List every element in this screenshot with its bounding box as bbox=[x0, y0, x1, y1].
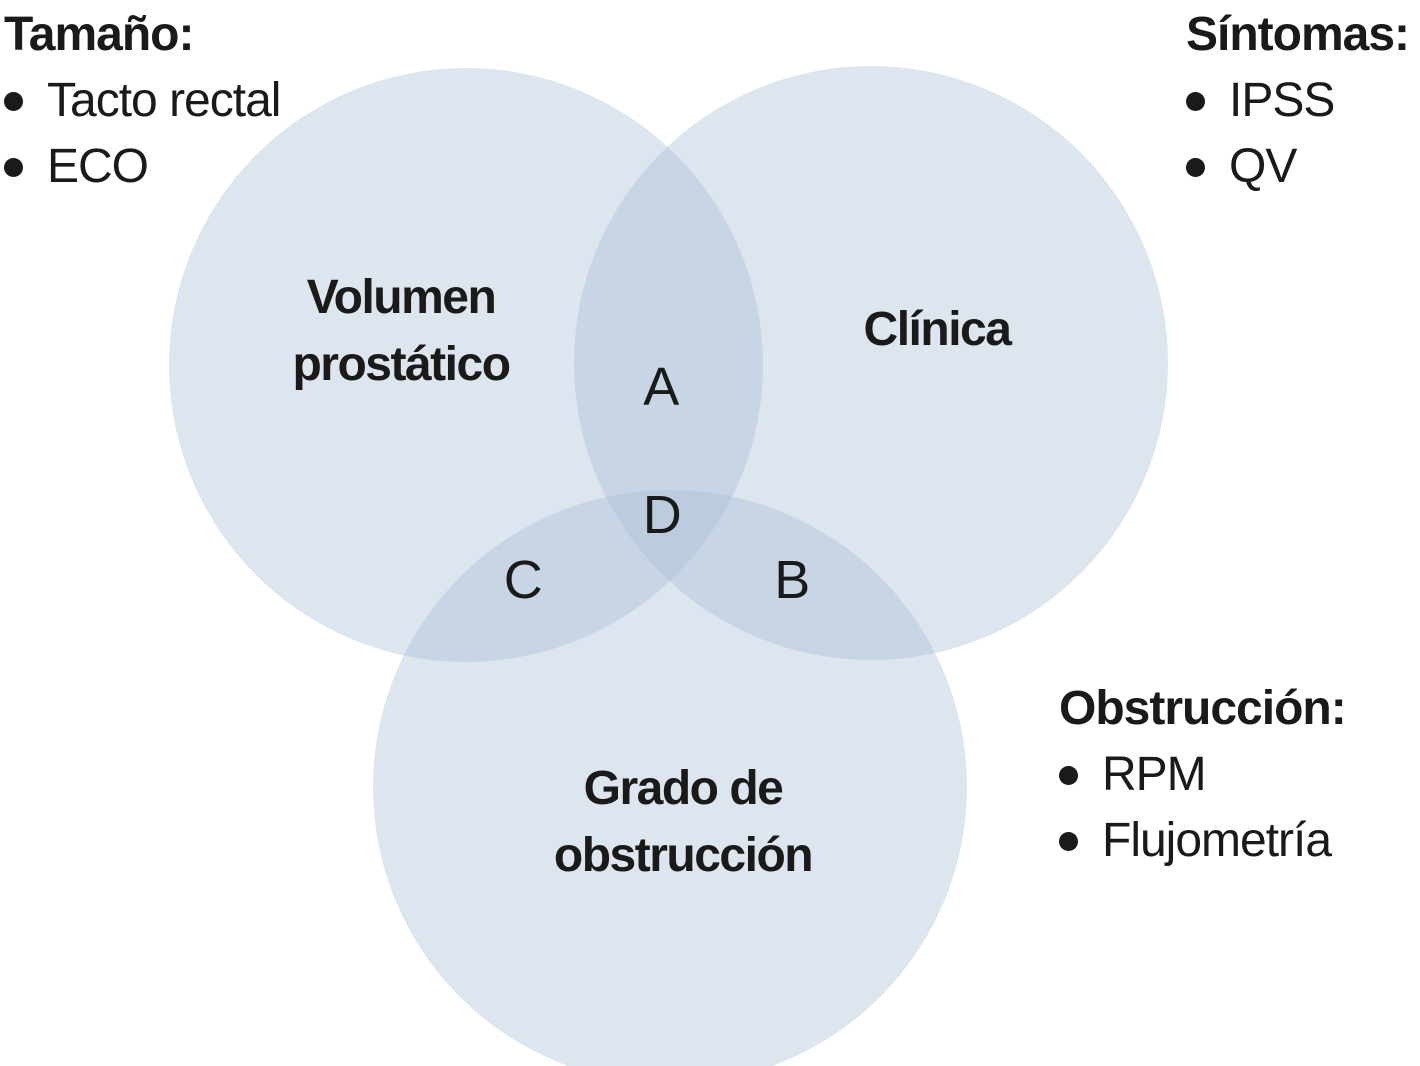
legend-obstruccion-item-label: Flujometría bbox=[1102, 814, 1332, 867]
label-grado-de-obstruccion: Grado de obstrucción bbox=[553, 755, 814, 889]
legend-sintomas-heading: Síntomas: bbox=[1186, 8, 1410, 61]
legend-sintomas-item-label: IPSS bbox=[1229, 74, 1335, 127]
bullet-icon bbox=[1059, 765, 1078, 785]
bullet-icon bbox=[1186, 157, 1205, 177]
legend-sintomas-item-label: QV bbox=[1229, 140, 1297, 193]
region-letter-a: A bbox=[643, 357, 679, 417]
circle-volumen-prostatico bbox=[169, 68, 763, 662]
list-item: Tacto rectal bbox=[4, 68, 281, 134]
legend-sintomas: Síntomas: IPSS QV bbox=[1186, 2, 1410, 200]
list-item: QV bbox=[1186, 134, 1409, 200]
label-line: Volumen bbox=[306, 271, 497, 324]
label-line: prostático bbox=[292, 338, 511, 391]
label-line: Clínica bbox=[863, 303, 1012, 356]
bullet-icon bbox=[1186, 91, 1205, 111]
bullet-icon bbox=[1059, 831, 1078, 851]
circle-grado-obstruccion bbox=[373, 490, 967, 1066]
legend-obstruccion-item-label: RPM bbox=[1102, 748, 1207, 801]
list-item: ECO bbox=[4, 134, 280, 200]
list-item: IPSS bbox=[1186, 68, 1409, 134]
list-item: RPM bbox=[1059, 742, 1346, 808]
circle-clinica bbox=[574, 66, 1168, 660]
label-clinica: Clínica bbox=[863, 296, 1012, 363]
label-line: obstrucción bbox=[553, 829, 814, 882]
region-letter-c: C bbox=[503, 550, 543, 610]
legend-tamano: Tamaño: Tacto rectal ECO bbox=[4, 2, 281, 200]
label-volumen-prostatico: Volumen prostático bbox=[292, 264, 511, 398]
legend-tamano-item-label: Tacto rectal bbox=[47, 74, 281, 127]
legend-tamano-heading: Tamaño: bbox=[4, 8, 194, 61]
list-item: Flujometría bbox=[1059, 808, 1346, 874]
region-letter-d: D bbox=[642, 485, 682, 545]
bullet-icon bbox=[4, 91, 23, 111]
region-letter-b: B bbox=[774, 550, 810, 610]
label-line: Grado de bbox=[583, 762, 784, 815]
bullet-icon bbox=[4, 157, 23, 177]
legend-obstruccion: Obstrucción: RPM Flujometría bbox=[1059, 676, 1347, 874]
legend-tamano-item-label: ECO bbox=[47, 140, 149, 193]
legend-obstruccion-heading: Obstrucción: bbox=[1059, 682, 1347, 735]
